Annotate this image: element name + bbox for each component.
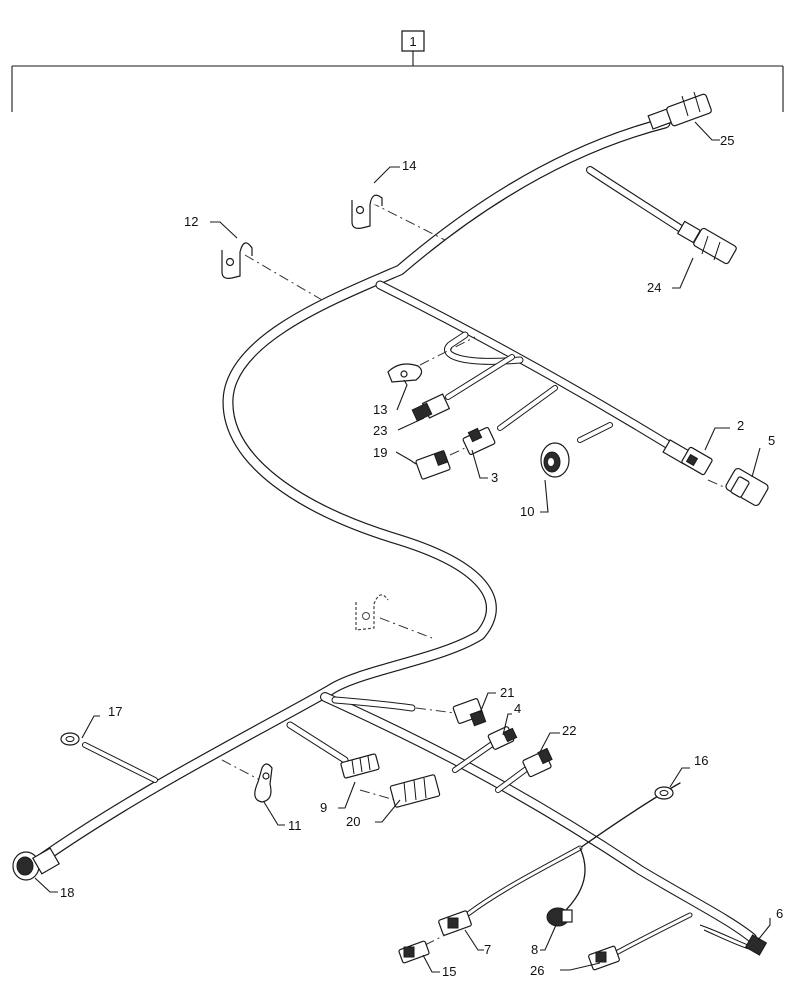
callout-10: 10 xyxy=(520,504,534,519)
connector-3 xyxy=(462,426,496,456)
connector-22 xyxy=(522,747,553,778)
callout-17: 17 xyxy=(108,704,122,719)
connector-9 xyxy=(340,753,380,779)
connector-15 xyxy=(398,940,430,964)
callout-11: 11 xyxy=(288,818,302,833)
ring-terminal-17 xyxy=(60,732,80,746)
connector-23 xyxy=(411,393,451,422)
callout-8: 8 xyxy=(531,942,538,957)
callout-16: 16 xyxy=(694,753,708,768)
clip-13 xyxy=(387,363,423,383)
callout-15: 15 xyxy=(442,964,456,979)
callout-13: 13 xyxy=(373,402,387,417)
assembly-label: 1 xyxy=(409,34,416,49)
callout-6: 6 xyxy=(776,906,783,921)
callout-26: 26 xyxy=(530,963,544,978)
clip-12 xyxy=(221,242,253,279)
connector-19 xyxy=(415,450,451,480)
callout-19: 19 xyxy=(373,445,387,460)
connector-24 xyxy=(676,220,737,265)
callout-9: 9 xyxy=(320,800,327,815)
boot-18 xyxy=(12,847,60,881)
callout-18: 18 xyxy=(60,885,74,900)
callout-25: 25 xyxy=(720,133,734,148)
callout-22: 22 xyxy=(562,723,576,738)
clip-middle xyxy=(355,594,389,631)
callout-20: 20 xyxy=(346,814,360,829)
callout-4: 4 xyxy=(514,701,521,716)
connector-7 xyxy=(438,910,472,936)
callout-5: 5 xyxy=(768,433,775,448)
cable-bundle xyxy=(40,123,752,958)
connector-26 xyxy=(588,945,620,971)
assembly-bracket: 1 xyxy=(11,30,784,112)
callout-23: 23 xyxy=(373,423,387,438)
callout-labels: 25 24 14 12 13 23 19 3 10 2 5 21 4 22 9 … xyxy=(60,133,783,979)
clip-11 xyxy=(254,763,273,803)
connector-20 xyxy=(389,774,441,808)
callout-2: 2 xyxy=(737,418,744,433)
grommet-10 xyxy=(540,442,570,478)
callout-3: 3 xyxy=(491,470,498,485)
leader-lines xyxy=(34,121,771,973)
connector-2 xyxy=(662,439,713,476)
connector-25 xyxy=(647,91,712,130)
callout-21: 21 xyxy=(500,685,514,700)
ring-terminal-16 xyxy=(654,786,674,800)
callout-7: 7 xyxy=(484,942,491,957)
sensor-8 xyxy=(546,907,573,927)
connector-4 xyxy=(487,726,518,750)
callout-12: 12 xyxy=(184,214,198,229)
connector-5 xyxy=(725,467,769,507)
clip-14 xyxy=(351,194,383,229)
connector-21 xyxy=(452,698,487,727)
callout-14: 14 xyxy=(402,158,416,173)
callout-24: 24 xyxy=(647,280,661,295)
